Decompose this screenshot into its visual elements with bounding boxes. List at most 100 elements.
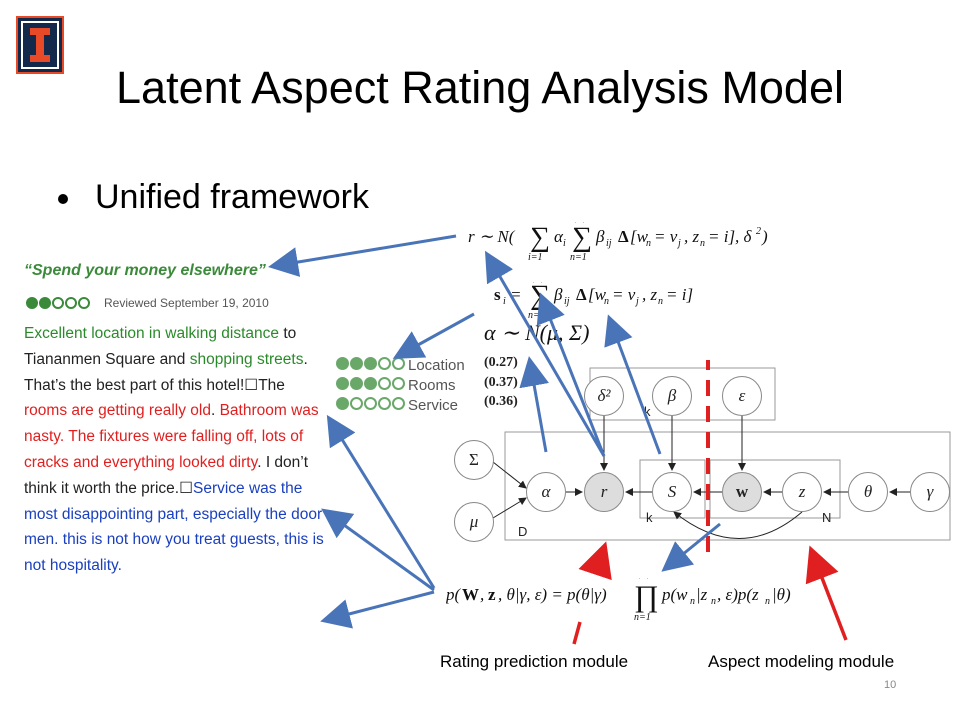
svg-text:Δ: Δ	[618, 227, 629, 246]
plate-label-k-inner: k	[646, 510, 653, 525]
aspect-row: Rooms	[336, 375, 465, 395]
review-segment: Service was the most disappointing part,…	[24, 479, 324, 575]
rating-bubble	[78, 297, 90, 309]
rating-bubble	[350, 356, 363, 370]
rating-bubble	[65, 297, 77, 309]
svg-text:n: n	[690, 596, 695, 607]
svg-text:∑: ∑	[530, 282, 550, 311]
review-segment: rooms are getting really old	[24, 402, 211, 420]
aspect-module-label: Aspect modeling module	[708, 652, 895, 671]
rating-bubble	[378, 396, 391, 410]
plate-label-n: N	[822, 510, 832, 525]
svg-text:z: z	[488, 585, 496, 604]
aspect-row: Location	[336, 355, 465, 375]
svg-text:= i], δ: = i], δ	[708, 227, 753, 246]
graphical-model: δ² β ε Σ μ α r S w z θ γ k k D N	[440, 360, 955, 560]
svg-text:W: W	[462, 585, 479, 604]
rating-bubble	[336, 376, 349, 390]
node-alpha: α	[526, 472, 566, 512]
bullet-text: Unified framework	[95, 178, 369, 216]
svg-text:|θ): |θ)	[772, 585, 791, 604]
alpha-prior-equation: α ∼ N(μ, Σ)	[484, 320, 590, 345]
review-segment: Bathroom was nasty. The fixtures were fa…	[24, 402, 319, 471]
svg-text:∑: ∑	[530, 222, 550, 253]
svg-text:= v: = v	[612, 285, 636, 304]
rating-module-label: Rating prediction module	[440, 652, 629, 671]
review-date: Reviewed September 19, 2010	[104, 296, 269, 310]
review-segment: Excellent location in walking distance	[24, 325, 280, 342]
review-segment: to Tiananmen Square and	[24, 325, 297, 368]
rating-bubble	[350, 376, 363, 390]
node-sigma: Σ	[454, 440, 494, 480]
node-delta: δ²	[584, 376, 624, 416]
rating-bubble	[350, 396, 363, 410]
joint-probability-equation: p(W , z , θ|γ, ε) = p(θ|γ) ∏ |d| n=1 p(w…	[445, 568, 846, 643]
svg-text:,: ,	[480, 585, 484, 604]
svg-text:|z: |z	[696, 585, 708, 604]
rating-bubble	[26, 297, 38, 309]
rating-bubble	[378, 356, 391, 370]
svg-text:r ∼ N(: r ∼ N(	[468, 227, 516, 246]
review-segment: The	[258, 376, 285, 394]
svg-text:j: j	[634, 296, 639, 307]
svg-text:ij: ij	[564, 296, 570, 307]
aspect-label: Service	[408, 396, 459, 414]
svg-text:, θ|γ, ε) = p(θ|γ): , θ|γ, ε) = p(θ|γ)	[498, 585, 607, 604]
node-z: z	[782, 472, 822, 512]
svg-text:2: 2	[756, 226, 761, 237]
rating-bubble	[392, 356, 405, 370]
svg-text:|d|: |d|	[638, 578, 649, 579]
svg-text:ij: ij	[606, 238, 612, 249]
svg-text:β: β	[553, 285, 563, 304]
node-epsilon: ε	[722, 376, 762, 416]
svg-text:p(w: p(w	[661, 585, 688, 604]
svg-text:|d|: |d|	[532, 282, 543, 283]
svg-text:k: k	[536, 222, 541, 223]
svg-text:n=1: n=1	[570, 252, 587, 263]
svg-text:Δ: Δ	[576, 285, 587, 304]
svg-text:n: n	[658, 296, 663, 307]
review-segment: . I don’t think it worth the price.	[24, 453, 309, 497]
node-theta: θ	[848, 472, 888, 512]
svg-text:|d|: |d|	[574, 222, 585, 223]
svg-text:α: α	[554, 227, 564, 246]
aspect-row: Service	[336, 395, 465, 415]
review-title: “Spend your money elsewhere”	[24, 262, 266, 279]
node-s: S	[652, 472, 692, 512]
aspect-label: Rooms	[408, 376, 456, 394]
rating-equation: r ∼ N( ∑ k i=1 αi ∑ |d| n=1 βij Δ [wn = …	[468, 212, 808, 283]
rating-bubble	[52, 297, 64, 309]
rating-bubble	[336, 356, 349, 370]
svg-text:= v: = v	[654, 227, 678, 246]
rating-bubble	[378, 376, 391, 390]
svg-text:n: n	[604, 296, 609, 307]
page-number: 10	[884, 679, 897, 691]
review-segment: shopping streets	[189, 350, 304, 368]
svg-text:, ε)p(z: , ε)p(z	[717, 585, 759, 604]
svg-text:): )	[761, 227, 768, 246]
svg-text:n=1: n=1	[634, 612, 651, 623]
rating-bubble	[392, 396, 405, 410]
node-gamma: γ	[910, 472, 950, 512]
bullet-dot	[58, 194, 68, 204]
rating-bubble	[364, 376, 377, 390]
node-mu: μ	[454, 502, 494, 542]
svg-text:i=1: i=1	[528, 252, 543, 263]
svg-text:β: β	[595, 227, 605, 246]
svg-text:=: =	[510, 285, 521, 304]
rating-bubble	[364, 396, 377, 410]
svg-text:n: n	[765, 596, 770, 607]
node-r: r	[584, 472, 624, 512]
node-w: w	[722, 472, 762, 512]
svg-text:∏: ∏	[634, 580, 659, 613]
svg-text:, z: , z	[684, 227, 700, 246]
slide-title: Latent Aspect Rating Analysis Model	[116, 62, 844, 113]
svg-text:[w: [w	[630, 227, 649, 246]
rating-bubble	[336, 396, 349, 410]
review-segment: .	[210, 402, 220, 420]
plate-label-d: D	[518, 524, 528, 539]
plate-label-k-top: k	[644, 404, 651, 419]
university-logo	[16, 16, 64, 74]
svg-text:j: j	[676, 238, 681, 249]
